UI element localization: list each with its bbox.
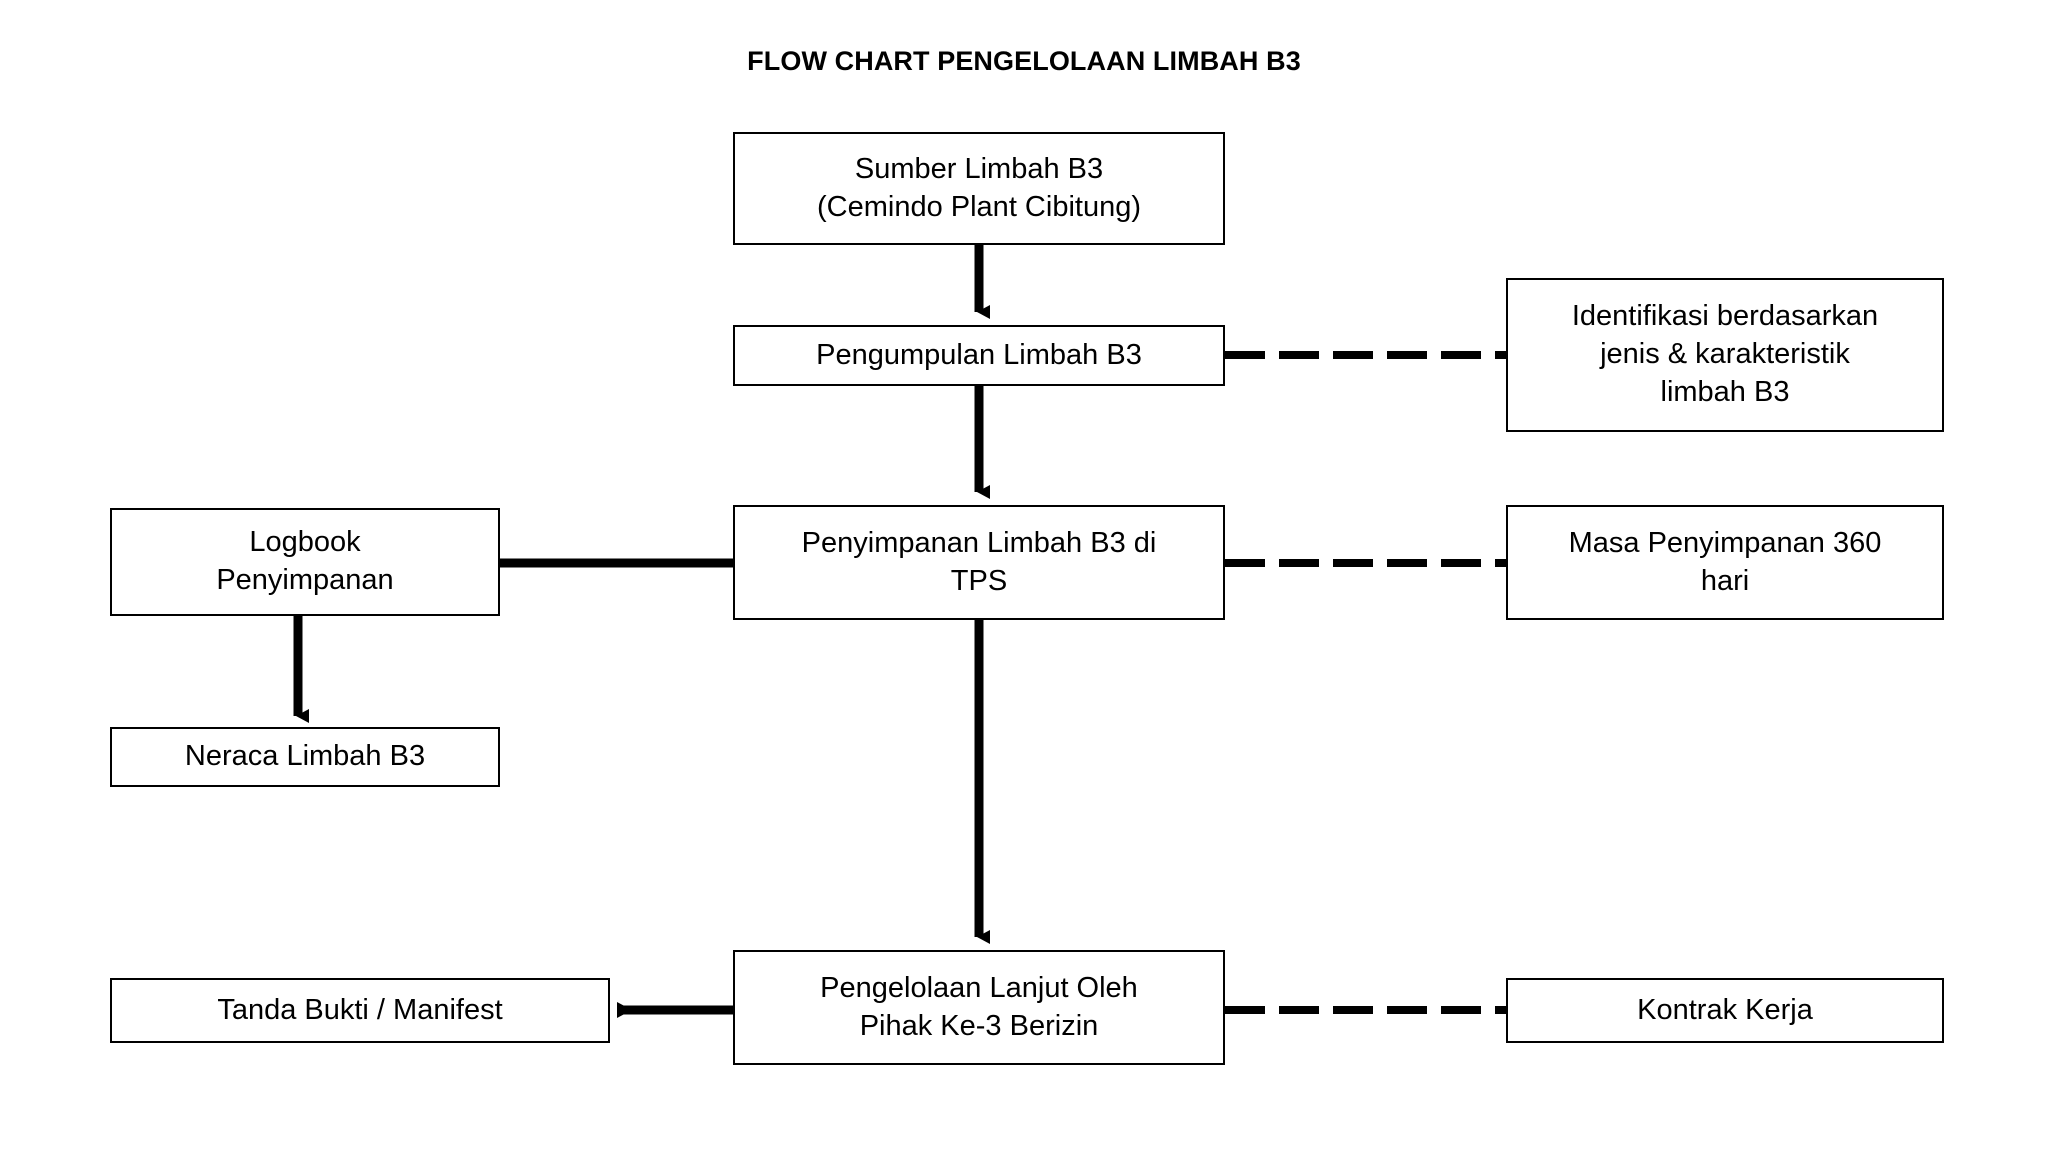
node-penyimpanan-tps[interactable]: Penyimpanan Limbah B3 di TPS	[733, 505, 1225, 620]
node-pengelolaan-line-1: Pengelolaan Lanjut Oleh	[820, 971, 1138, 1004]
node-manifest-line-1: Tanda Bukti / Manifest	[217, 993, 503, 1026]
node-logbook-penyimpanan[interactable]: Logbook Penyimpanan	[110, 508, 500, 616]
node-tanda-bukti-manifest[interactable]: Tanda Bukti / Manifest	[110, 978, 610, 1043]
node-pengelolaan-line-2: Pihak Ke-3 Berizin	[859, 1009, 1099, 1042]
note-masa-line-1: Masa Penyimpanan 360	[1568, 526, 1882, 559]
note-masa-line-2: hari	[1700, 564, 1750, 597]
note-identifikasi-line-3: limbah B3	[1660, 375, 1790, 408]
node-pengumpulan-line-1: Pengumpulan Limbah B3	[816, 338, 1142, 371]
node-pengumpulan-limbah[interactable]: Pengumpulan Limbah B3	[733, 325, 1225, 386]
node-sumber-line-2: (Cemindo Plant Cibitung)	[817, 190, 1141, 223]
node-logbook-line-2: Penyimpanan	[216, 564, 394, 596]
node-penyimpanan-line-2: TPS	[950, 564, 1008, 597]
node-logbook-line-1: Logbook	[249, 526, 361, 559]
node-sumber-limbah[interactable]: Sumber Limbah B3 (Cemindo Plant Cibitung…	[733, 132, 1225, 245]
note-identifikasi-line-1: Identifikasi berdasarkan	[1571, 300, 1879, 333]
node-sumber-line-1: Sumber Limbah B3	[854, 152, 1104, 185]
node-pengelolaan-lanjut[interactable]: Pengelolaan Lanjut Oleh Pihak Ke-3 Beriz…	[733, 950, 1225, 1065]
node-neraca-limbah[interactable]: Neraca Limbah B3	[110, 727, 500, 787]
note-kontrak-kerja[interactable]: Kontrak Kerja	[1506, 978, 1944, 1043]
page-title: FLOW CHART PENGELOLAAN LIMBAH B3	[747, 46, 1301, 76]
note-kontrak-line-1: Kontrak Kerja	[1637, 993, 1813, 1026]
note-identifikasi-line-2: jenis & karakteristik	[1600, 338, 1850, 371]
node-penyimpanan-line-1: Penyimpanan Limbah B3 di	[801, 526, 1157, 559]
note-identifikasi[interactable]: Identifikasi berdasarkan jenis & karakte…	[1506, 278, 1944, 432]
node-neraca-line-1: Neraca Limbah B3	[184, 740, 426, 773]
note-masa-penyimpanan[interactable]: Masa Penyimpanan 360 hari	[1506, 505, 1944, 620]
